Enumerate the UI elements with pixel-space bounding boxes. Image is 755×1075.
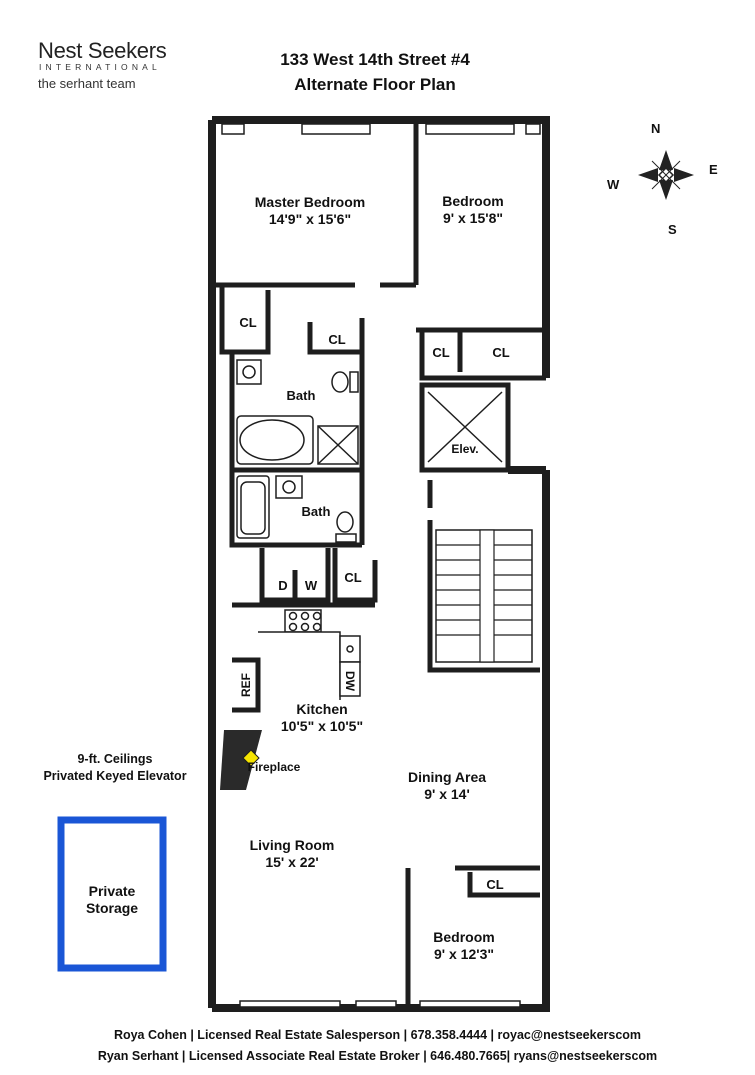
compass-e: E	[709, 162, 718, 177]
compass-s: S	[668, 222, 677, 237]
closet-label: CL	[486, 877, 503, 892]
storage-label-line1: Private	[89, 883, 136, 899]
elevator-note: Privated Keyed Elevator	[43, 769, 187, 783]
windows	[221, 123, 541, 1008]
fireplace-hearth	[220, 730, 262, 790]
elevator-shaft	[427, 391, 503, 463]
closet-label: CL	[492, 345, 509, 360]
bath-label: Bath	[287, 388, 316, 403]
master-bedroom-dims: 14'9" x 15'6"	[269, 211, 351, 227]
brand-logo-subtitle: INTERNATIONAL	[39, 62, 161, 72]
bedroom-bottom-name: Bedroom	[433, 929, 494, 945]
bedroom-top-name: Bedroom	[442, 193, 503, 209]
brand-logo: Nest Seekers	[38, 38, 167, 63]
closet-label: CL	[239, 315, 256, 330]
closet-label: CL	[344, 570, 361, 585]
storage-label-line2: Storage	[86, 900, 138, 916]
kitchen-name: Kitchen	[296, 701, 347, 717]
dishwasher-label: DW	[343, 671, 357, 692]
ceiling-note: 9-ft. Ceilings	[77, 752, 153, 766]
compass-n: N	[651, 121, 660, 136]
bath-label: Bath	[302, 504, 331, 519]
living-name: Living Room	[250, 837, 335, 853]
bedroom-bottom-dims: 9' x 12'3"	[434, 946, 494, 962]
elevator-label: Elev.	[451, 442, 478, 456]
address-title: 133 West 14th Street #4	[280, 50, 470, 69]
private-storage-box	[57, 816, 167, 972]
refrigerator-label: REF	[239, 673, 253, 697]
compass-w: W	[607, 177, 620, 192]
stair-treads	[436, 529, 532, 663]
fireplace-label: Fireplace	[248, 760, 301, 774]
fireplace-icon	[242, 749, 260, 767]
dining-name: Dining Area	[408, 769, 486, 785]
agent-contact-2: Ryan Serhant | Licensed Associate Real E…	[97, 1049, 658, 1063]
closet-label: CL	[432, 345, 449, 360]
agent-contact-1: Roya Cohen | Licensed Real Estate Salesp…	[113, 1028, 642, 1042]
dryer-label: D	[278, 578, 287, 593]
master-bedroom-name: Master Bedroom	[255, 194, 365, 210]
team-name: the serhant team	[38, 76, 136, 91]
closet-label: CL	[328, 332, 345, 347]
exterior-walls	[208, 116, 550, 1012]
washer-label: W	[305, 578, 318, 593]
bedroom-top-dims: 9' x 15'8"	[443, 210, 503, 226]
compass-rose: N S E W	[607, 121, 718, 237]
dining-dims: 9' x 14'	[424, 786, 470, 802]
plan-subtitle: Alternate Floor Plan	[294, 75, 456, 94]
living-dims: 15' x 22'	[265, 854, 318, 870]
kitchen-dims: 10'5" x 10'5"	[281, 718, 363, 734]
